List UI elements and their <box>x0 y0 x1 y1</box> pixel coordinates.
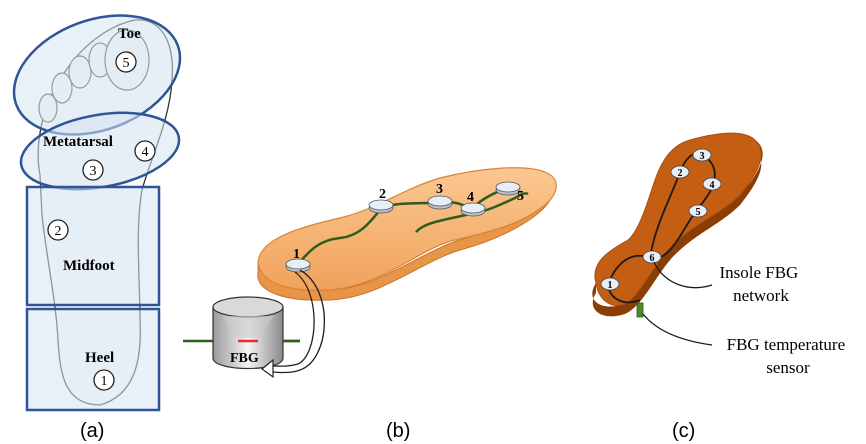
metatarsal-label: Metatarsal <box>43 134 113 150</box>
point-label: 5 <box>123 56 130 71</box>
heel-region <box>25 307 161 412</box>
insole-top <box>257 167 557 291</box>
sensor-disc <box>427 195 453 210</box>
sensor-disc: 1 <box>600 277 620 291</box>
panel-c: 1 2 3 4 5 6 Insole FBG network <box>592 132 850 442</box>
sensor-disc <box>460 202 486 217</box>
fbg-cylinder <box>212 296 284 370</box>
sensor-disc: 4 <box>702 177 722 191</box>
temperature-label: FBG temperature sensor <box>727 335 850 377</box>
sensor-label: 3 <box>700 151 705 162</box>
sensor-label: 2 <box>678 168 683 179</box>
midfoot-region <box>25 185 161 307</box>
sensor-label: 5 <box>517 189 524 204</box>
sensor-label: 1 <box>608 280 613 291</box>
point-label: 3 <box>90 164 97 179</box>
point-marker: 5 <box>115 51 137 73</box>
sensor-label: 4 <box>710 180 715 191</box>
point-marker: 2 <box>47 219 69 241</box>
point-label: 1 <box>101 374 108 389</box>
sensor-label: 2 <box>379 187 386 202</box>
sensor-disc: 3 <box>692 148 712 162</box>
network-label: Insole FBG network <box>719 263 802 305</box>
fbg-label: FBG <box>230 351 259 366</box>
sensor-label: 3 <box>436 182 443 197</box>
arrow-head <box>261 358 274 379</box>
toe-label: Toe <box>118 26 141 42</box>
detail-arrow <box>269 269 326 374</box>
sensor-label: 6 <box>650 253 655 264</box>
insole-top <box>594 132 762 306</box>
sensor-label: 5 <box>696 207 701 218</box>
temperature-label-line: sensor <box>766 358 810 377</box>
midfoot-label: Midfoot <box>63 258 115 274</box>
sensor-disc: 5 <box>688 204 708 218</box>
temperature-sensor <box>636 302 644 318</box>
leader-line <box>653 261 713 289</box>
point-marker: 4 <box>134 140 156 162</box>
sensor-disc: 2 <box>670 165 690 179</box>
network-label-line: Insole FBG <box>719 263 798 282</box>
sensor-disc: 6 <box>642 250 662 264</box>
sensor-label: 1 <box>293 247 300 262</box>
leader-line <box>642 313 713 346</box>
heel-label: Heel <box>85 350 114 366</box>
panel-a: Toe Metatarsal Midfoot Heel 5 4 3 2 1 (a… <box>12 14 182 442</box>
panel-a-caption: (a) <box>80 420 104 442</box>
panel-b: 1 2 3 4 5 FBG (b) <box>183 167 557 442</box>
sensor-disc <box>285 258 311 273</box>
panel-b-caption: (b) <box>386 420 410 442</box>
detail-arrow <box>269 271 315 367</box>
temperature-label-line: FBG temperature <box>727 335 846 354</box>
point-label: 4 <box>142 145 149 160</box>
network-label-line: network <box>733 286 789 305</box>
sensor-disc <box>495 181 521 196</box>
sensor-label: 4 <box>467 190 474 205</box>
point-label: 2 <box>55 224 62 239</box>
panel-c-caption: (c) <box>672 420 695 442</box>
point-marker: 1 <box>93 369 115 391</box>
sensor-disc <box>368 199 394 214</box>
point-marker: 3 <box>82 159 104 181</box>
